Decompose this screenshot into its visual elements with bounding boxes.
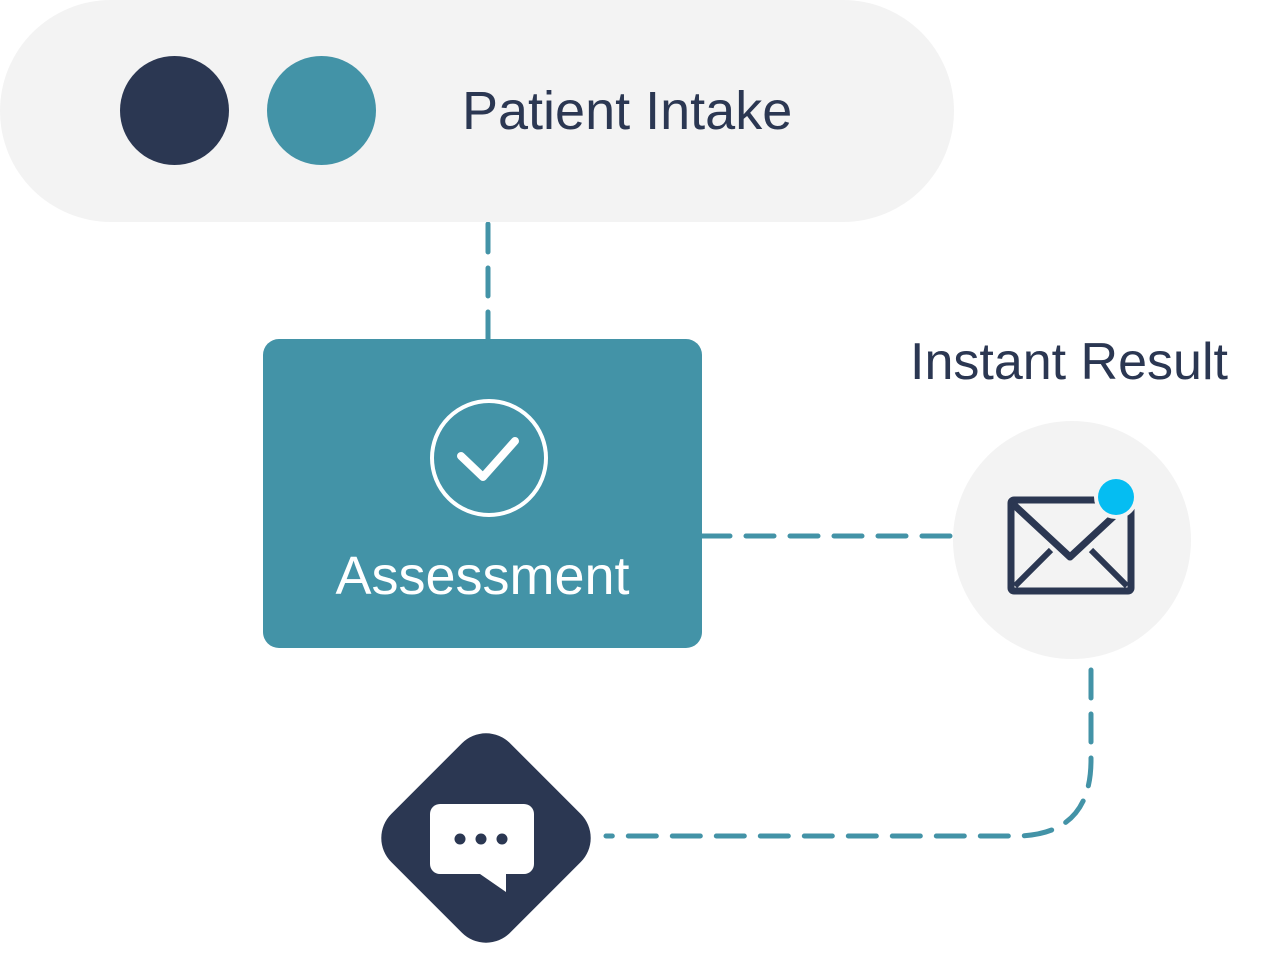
status-dot-teal — [267, 56, 376, 165]
connector-result-to-message — [603, 667, 1094, 839]
connector-lines — [485, 221, 1094, 839]
patient-intake-title: Patient Intake — [462, 81, 793, 141]
status-dot-dark — [120, 56, 229, 165]
mail-icon — [1007, 478, 1138, 595]
assessment-card[interactable]: Assessment — [263, 339, 702, 648]
instant-result-label: Instant Result — [910, 333, 1228, 391]
check-circle-icon — [430, 399, 548, 517]
message-node[interactable] — [366, 718, 606, 958]
notification-dot — [1098, 479, 1134, 515]
assessment-label: Assessment — [335, 546, 630, 606]
patient-intake-bar: Patient Intake — [0, 0, 954, 222]
chat-bubble-icon — [430, 804, 534, 892]
instant-result-node[interactable] — [953, 421, 1191, 659]
